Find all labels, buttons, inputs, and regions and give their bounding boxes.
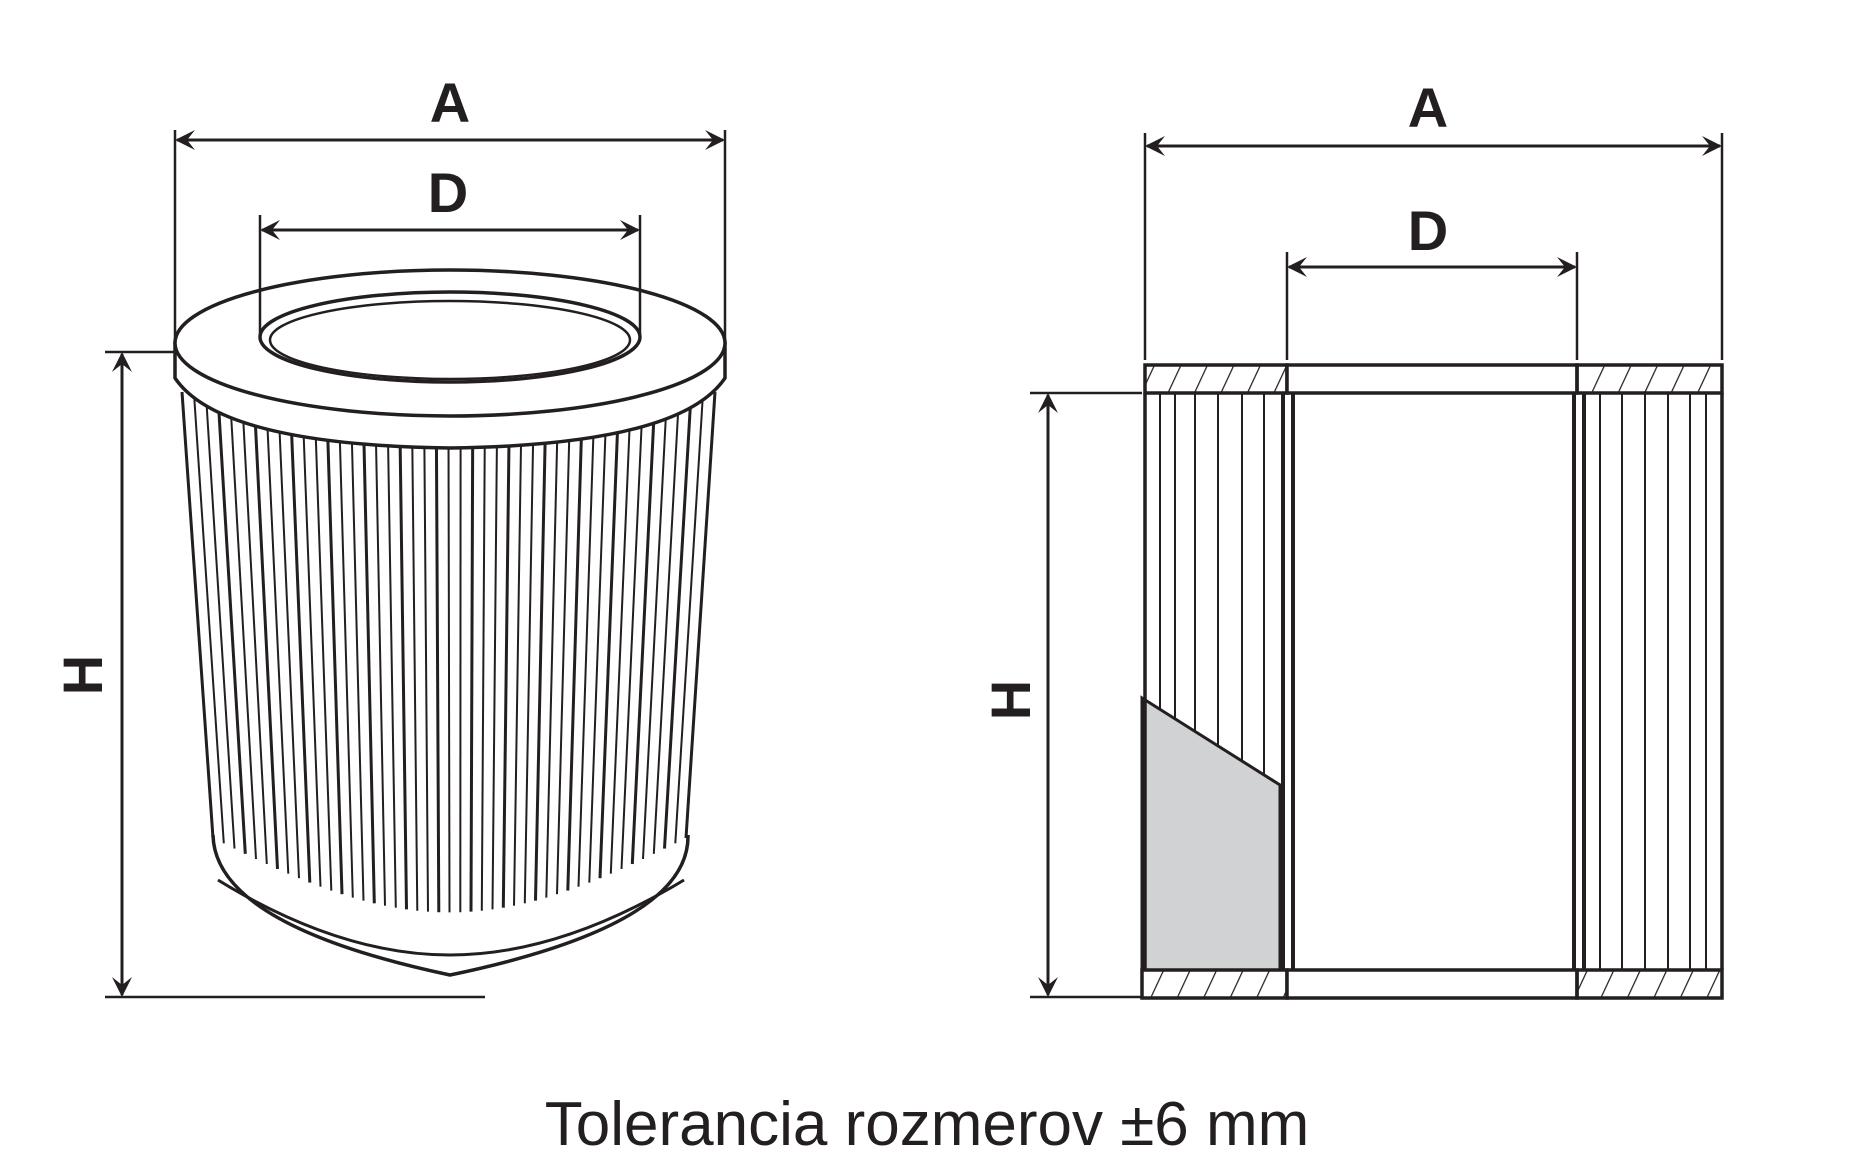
pleated-body: [180, 391, 717, 977]
dimension-a-right: A: [1143, 76, 1724, 360]
top-end-cap: [1143, 363, 1724, 395]
dimension-h-right: H: [979, 391, 1142, 999]
label-d: D: [1408, 199, 1448, 262]
filter-3d-view: A D H: [51, 71, 727, 999]
dimension-h-left: H: [51, 350, 485, 999]
cutaway-section: [1140, 695, 1282, 972]
dimension-d-right: D: [1285, 199, 1579, 360]
dimension-d-left: D: [258, 161, 642, 337]
label-d: D: [428, 161, 468, 224]
label-h: H: [51, 655, 114, 695]
filter-section-view: A D H: [979, 76, 1724, 1000]
label-a: A: [1408, 76, 1448, 139]
tolerance-caption: Tolerancia rozmerov ±6 mm: [545, 1090, 1309, 1159]
label-h: H: [979, 680, 1042, 720]
label-a: A: [430, 71, 470, 134]
top-cap: [173, 268, 727, 450]
dimension-a-left: A: [173, 71, 727, 340]
bottom-end-cap: [1140, 968, 1724, 1000]
